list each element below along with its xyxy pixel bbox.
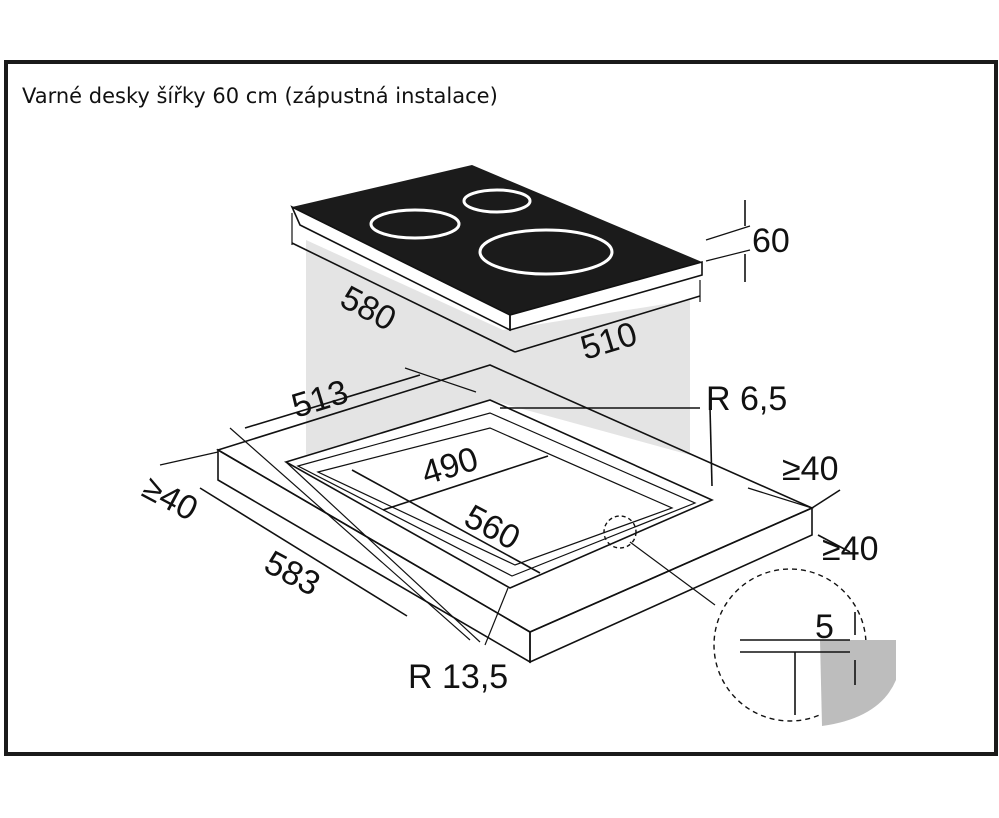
dim-corner-radius-outer: R 13,5 bbox=[408, 658, 508, 696]
diagram-title: Varné desky šířky 60 cm (zápustná instal… bbox=[22, 84, 498, 108]
burner-large bbox=[478, 228, 614, 276]
diagram-frame bbox=[4, 60, 998, 756]
burner-small bbox=[462, 188, 532, 214]
dim-clearance-front: ≥40 bbox=[822, 530, 878, 568]
dim-hob-height: 60 bbox=[752, 222, 790, 260]
burner-left bbox=[369, 208, 461, 240]
projection-shadow bbox=[306, 240, 690, 455]
dim-corner-radius-inner: R 6,5 bbox=[706, 380, 787, 418]
dim-clearance-side: ≥40 bbox=[136, 469, 204, 529]
dimension-lines bbox=[159, 200, 851, 646]
dim-cutout-outer-depth: 583 bbox=[258, 544, 326, 604]
detail-callout bbox=[603, 515, 896, 726]
dim-inner-width: 490 bbox=[417, 440, 482, 493]
dim-clearance-back: ≥40 bbox=[782, 450, 838, 488]
cutout bbox=[283, 399, 714, 589]
dim-inner-depth: 560 bbox=[458, 498, 526, 558]
dim-recess-depth: 5 bbox=[815, 608, 834, 646]
hob bbox=[290, 165, 703, 332]
